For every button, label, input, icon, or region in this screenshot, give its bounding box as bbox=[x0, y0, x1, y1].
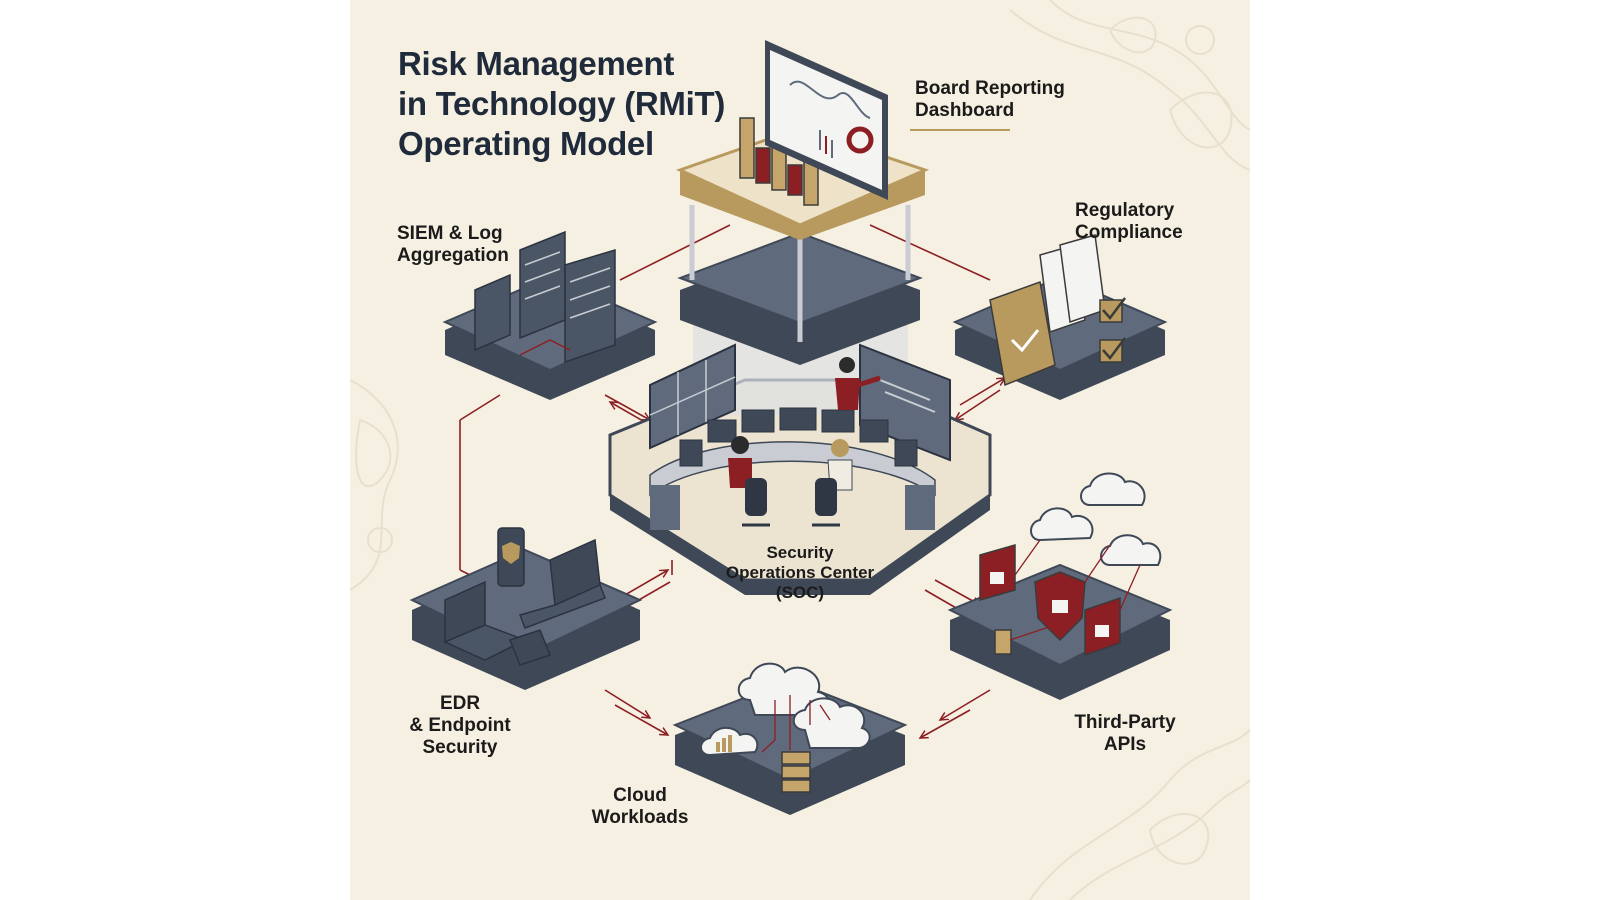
lock-icon bbox=[979, 544, 1121, 657]
label-regulatory-compliance: Regulatory Compliance bbox=[1075, 200, 1183, 243]
label-siem: SIEM & Log Aggregation bbox=[397, 223, 509, 266]
bar-chart-icon bbox=[739, 117, 819, 206]
title-line-2: in Technology (RMiT) bbox=[398, 85, 726, 122]
server-stack-icon bbox=[781, 751, 811, 793]
api-cloud-icon bbox=[1030, 472, 1162, 566]
batik-pattern-top-right bbox=[1009, 0, 1250, 171]
title-line-1: Risk Management bbox=[398, 45, 675, 82]
label-cloud-workloads: Cloud Workloads bbox=[591, 785, 689, 828]
label-board-reporting: Board Reporting Dashboard bbox=[915, 78, 1065, 121]
person-icon bbox=[728, 357, 881, 491]
checkmark-icon bbox=[1099, 297, 1126, 363]
page-title: Risk Management in Technology (RMiT) Ope… bbox=[398, 44, 725, 164]
batik-pattern-left bbox=[350, 379, 399, 591]
diagram-art bbox=[350, 0, 1250, 900]
batik-pattern-bottom-right bbox=[1029, 729, 1250, 900]
cloud-connectors bbox=[761, 695, 831, 753]
folder-icon bbox=[989, 280, 1056, 387]
server-rack-icon bbox=[474, 230, 616, 364]
rmit-diagram: Risk Management in Technology (RMiT) Ope… bbox=[350, 0, 1250, 900]
dashboard-monitor-icon bbox=[765, 40, 888, 200]
monitor-icon bbox=[679, 407, 918, 467]
label-soc: Security Operations Center (SOC) bbox=[725, 543, 875, 602]
laptop-icon bbox=[443, 538, 606, 661]
label-edr: EDR & Endpoint Security bbox=[409, 693, 511, 758]
chart-icon bbox=[716, 735, 732, 752]
video-wall-left bbox=[649, 343, 736, 450]
shield-icon bbox=[1034, 571, 1086, 642]
chair-icon bbox=[742, 478, 840, 527]
document-stack-icon bbox=[1039, 234, 1106, 334]
label-third-party-apis: Third-Party APIs bbox=[1074, 712, 1176, 755]
phone-icon bbox=[497, 527, 551, 666]
title-line-3: Operating Model bbox=[398, 125, 654, 162]
api-connectors bbox=[1009, 539, 1141, 641]
